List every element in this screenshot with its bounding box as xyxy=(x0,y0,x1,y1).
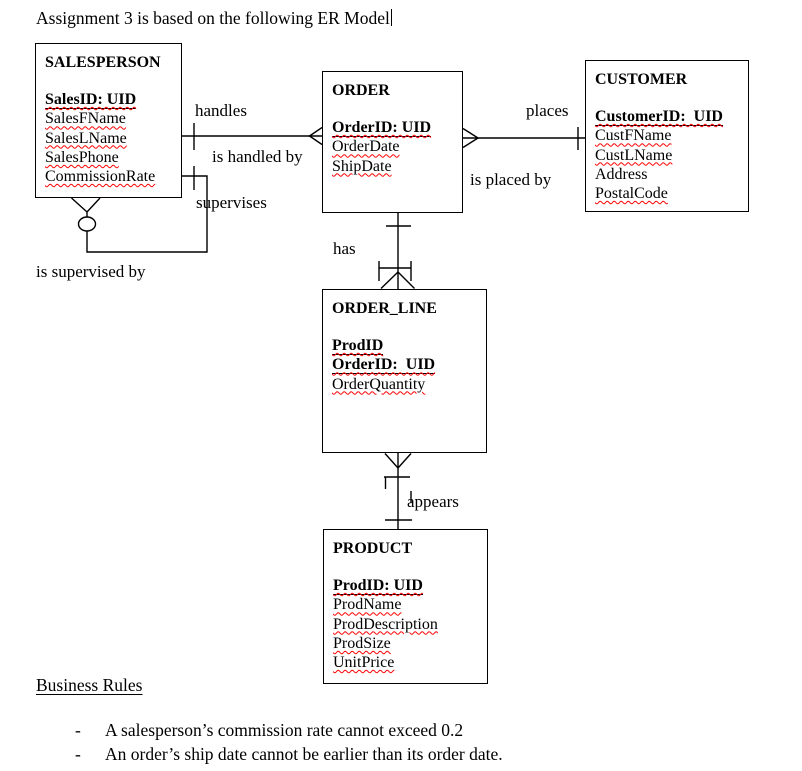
label-handles: handles xyxy=(195,101,247,120)
appears-connector xyxy=(384,453,412,529)
label-is-handled-by: is handled by xyxy=(212,147,303,166)
bullet-dash: - xyxy=(75,744,81,764)
attribute-custfname: CustFName xyxy=(595,127,672,145)
attribute-customerid: CustomerID: UID xyxy=(595,108,723,126)
text-cursor xyxy=(390,9,393,26)
attribute-prodsize: ProdSize xyxy=(333,634,391,652)
label-is-supervised-by: is supervised by xyxy=(36,262,146,281)
entity-order-line: ORDER_LINE ProdID OrderID: UID OrderQuan… xyxy=(322,289,487,453)
attribute-prodid: ProdID xyxy=(332,337,384,355)
attribute-saleslname: SalesLName xyxy=(45,129,127,147)
entity-customer: CUSTOMER CustomerID: UID CustFName CustL… xyxy=(585,60,749,212)
entity-product: PRODUCT ProdID: UID ProdName ProdDescrip… xyxy=(323,529,488,684)
business-rule-item: - A salesperson’s commission rate cannot … xyxy=(75,719,463,741)
attribute-custlname: CustLName xyxy=(595,146,673,164)
has-connector xyxy=(378,213,415,290)
label-supervises: supervises xyxy=(196,193,267,212)
attribute-proddescription: ProdDescription xyxy=(333,615,438,633)
attribute-unitprice: UnitPrice xyxy=(333,654,395,672)
attribute-orderid: OrderID: UID xyxy=(332,119,432,137)
entity-order: ORDER OrderID: UID OrderDate ShipDate xyxy=(322,71,463,213)
attribute-salesfname: SalesFName xyxy=(45,110,126,128)
entity-salesperson-title: SALESPERSON xyxy=(45,54,161,71)
attribute-orderquantity: OrderQuantity xyxy=(332,375,426,393)
attribute-orderline-orderid: OrderID: UID xyxy=(332,356,436,375)
entity-salesperson: SALESPERSON SalesID: UID SalesFName Sale… xyxy=(35,43,182,198)
handles-connector xyxy=(182,123,323,150)
business-rule-text: An order’s ship date cannot be earlier t… xyxy=(105,744,503,764)
attribute-orderdate: OrderDate xyxy=(332,138,400,156)
business-rules-heading: Business Rules xyxy=(36,675,143,695)
attribute-salesid: SalesID: UID xyxy=(45,91,137,109)
supervises-connector xyxy=(71,166,208,253)
label-is-placed-by: is placed by xyxy=(470,170,552,189)
attribute-postalcode: PostalCode xyxy=(595,185,668,203)
bullet-dash: - xyxy=(75,720,81,740)
entity-order-line-title: ORDER_LINE xyxy=(332,300,437,317)
label-has: has xyxy=(333,239,356,258)
label-places: places xyxy=(526,101,569,120)
entity-product-title: PRODUCT xyxy=(333,540,413,557)
attribute-prodname: ProdName xyxy=(333,596,402,614)
attribute-salesphone: SalesPhone xyxy=(45,148,119,166)
attribute-address: Address xyxy=(595,165,648,183)
entity-order-title: ORDER xyxy=(332,82,390,99)
attribute-commissionrate: CommissionRate xyxy=(45,168,156,186)
document-title: Assignment 3 is based on the following E… xyxy=(36,8,393,29)
document-title-text: Assignment 3 is based on the following E… xyxy=(36,8,390,28)
places-connector xyxy=(462,127,585,150)
business-rule-text: A salesperson’s commission rate cannot e… xyxy=(105,720,464,740)
business-rule-item: - An order’s ship date cannot be earlier … xyxy=(75,743,503,765)
attribute-shipdate: ShipDate xyxy=(332,157,392,175)
attribute-product-prodid: ProdID: UID xyxy=(333,577,423,595)
entity-customer-title: CUSTOMER xyxy=(595,71,688,88)
label-appears: appears xyxy=(407,492,459,511)
